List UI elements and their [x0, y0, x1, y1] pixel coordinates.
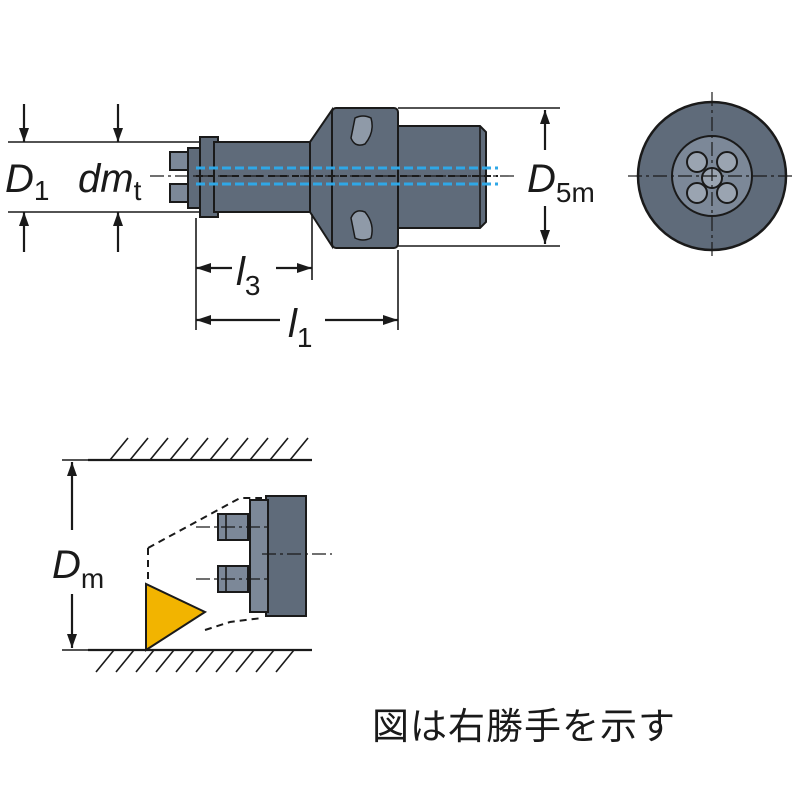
- cutting-insert: [145, 582, 208, 652]
- l3-label: l3: [236, 250, 260, 301]
- d1-label: D1: [5, 157, 49, 206]
- boring-scene: Dm: [52, 437, 332, 673]
- dmt-label: dmt: [78, 157, 142, 206]
- l1-label: l1: [288, 302, 312, 353]
- caption-note: 図は右勝手を示す: [372, 705, 676, 748]
- d5m-label: D5m: [527, 157, 595, 208]
- end-view: [628, 92, 796, 260]
- side-view: D1 dmt D5m: [5, 104, 595, 353]
- dm-label: Dm: [52, 543, 104, 594]
